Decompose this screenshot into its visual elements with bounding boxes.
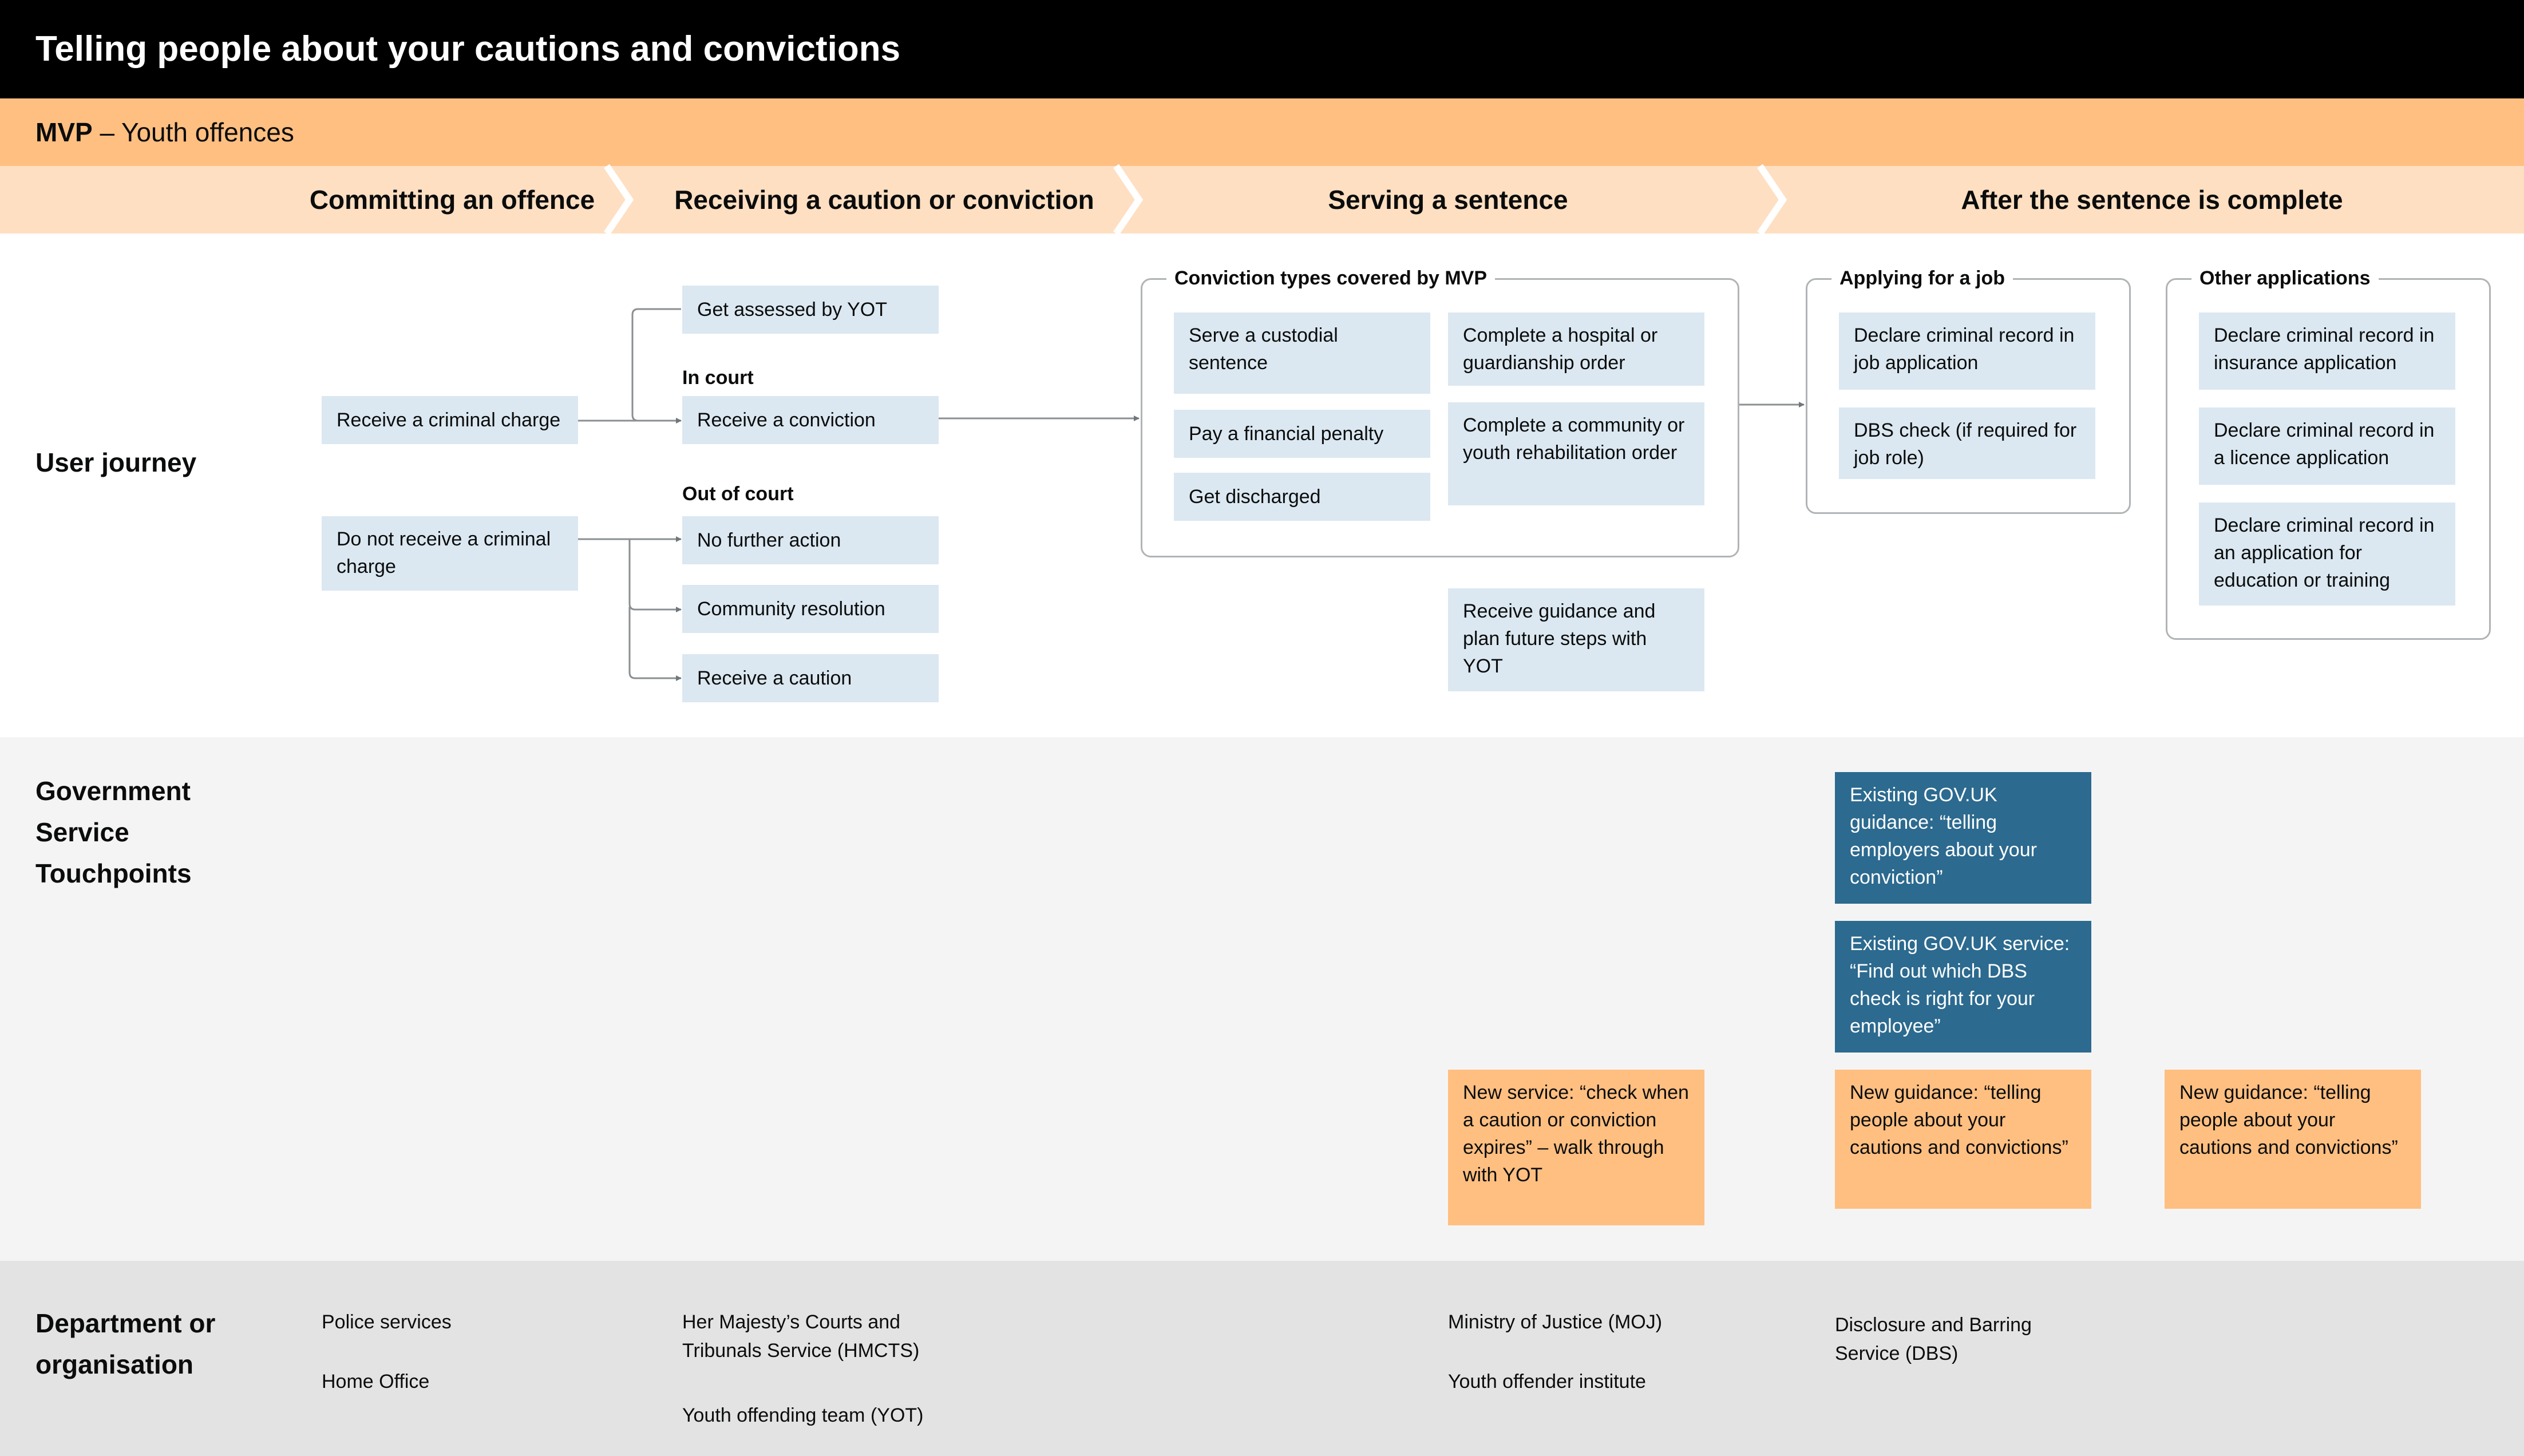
row-label-department: Department or organisation (35, 1303, 215, 1385)
mvp-bar (0, 98, 2524, 166)
connector-no-charge-to-caution (628, 607, 682, 681)
box-receive-conviction: Receive a conviction (682, 396, 939, 444)
org-police: Police services (322, 1311, 452, 1333)
org-home-office: Home Office (322, 1371, 430, 1392)
box-declare-insurance: Declare criminal record in insurance app… (2199, 312, 2455, 390)
stage-serving-sentence: Serving a sentence (1328, 185, 1568, 215)
box-financial-penalty: Pay a financial penalty (1174, 410, 1430, 458)
box-receive-charge: Receive a criminal charge (322, 396, 578, 444)
box-receive-caution: Receive a caution (682, 654, 939, 702)
row-label-government-line-1: Government (35, 776, 191, 806)
org-moj: Ministry of Justice (MOJ) (1448, 1311, 1663, 1333)
box-assessed-yot: Get assessed by YOT (682, 286, 939, 334)
box-existing-guidance: Existing GOV.UK guidance: “telling emplo… (1835, 772, 2091, 904)
row-label-government-line-2: Service (35, 817, 129, 847)
connector-assessed-to-conviction (631, 308, 682, 424)
mvp-label-rest: – Youth offences (92, 117, 294, 147)
box-guidance-yot: Receive guidance and plan future steps w… (1448, 588, 1704, 691)
heading-out-of-court: Out of court (682, 483, 794, 505)
box-declare-licence: Declare criminal record in a licence app… (2199, 407, 2455, 485)
government-band (0, 737, 2524, 1261)
stage-bar (0, 166, 2524, 234)
box-declare-job: Declare criminal record in job applicati… (1839, 312, 2095, 390)
page-title: Telling people about your cautions and c… (35, 29, 901, 69)
box-hospital-order: Complete a hospital or guardianship orde… (1448, 312, 1704, 386)
stage-after-sentence: After the sentence is complete (1961, 185, 2343, 215)
row-label-government-line-3: Touchpoints (35, 858, 192, 888)
row-label-user-journey: User journey (35, 448, 197, 477)
row-label-department-line-1: Department or (35, 1308, 216, 1338)
department-band (0, 1261, 2524, 1456)
box-discharged: Get discharged (1174, 473, 1430, 521)
mvp-label: MVP – Youth offences (35, 98, 294, 166)
chevron-2 (1113, 164, 1144, 236)
org-yoi: Youth offender institute (1448, 1371, 1646, 1392)
box-community-order: Complete a community or youth rehabilita… (1448, 402, 1704, 505)
box-declare-education: Declare criminal record in an applicatio… (2199, 503, 2455, 606)
heading-in-court: In court (682, 367, 754, 389)
box-dbs-check: DBS check (if required for job role) (1839, 407, 2095, 479)
title-bar (0, 0, 2524, 98)
row-label-government: Government Service Touchpoints (35, 770, 192, 894)
chevron-3 (1757, 164, 1787, 236)
org-hmcts: Her Majesty’s Courts and Tribunals Servi… (682, 1311, 920, 1362)
box-community-resolution: Community resolution (682, 585, 939, 633)
box-new-guidance-1: New guidance: “telling people about your… (1835, 1070, 2091, 1209)
connector-no-charge-to-community (628, 539, 682, 612)
box-no-further-action: No further action (682, 516, 939, 564)
box-new-service: New service: “check when a caution or co… (1448, 1070, 1704, 1225)
box-new-guidance-2: New guidance: “telling people about your… (2165, 1070, 2421, 1209)
box-no-charge: Do not receive a criminal charge (322, 516, 578, 591)
mvp-label-bold: MVP (35, 117, 93, 147)
stage-committing-offence: Committing an offence (309, 185, 595, 215)
row-label-department-line-2: organisation (35, 1350, 194, 1379)
stage-receiving-caution: Receiving a caution or conviction (674, 185, 1094, 215)
group-title-conviction-types: Conviction types covered by MVP (1166, 267, 1496, 290)
box-existing-service: Existing GOV.UK service: “Find out which… (1835, 921, 2091, 1053)
group-title-other-applications: Other applications (2191, 267, 2379, 290)
org-yot: Youth offending team (YOT) (682, 1404, 924, 1426)
box-custodial-sentence: Serve a custodial sentence (1174, 312, 1430, 394)
org-dbs: Disclosure and Barring Service (DBS) (1835, 1314, 2032, 1364)
group-title-applying-job: Applying for a job (1831, 267, 2013, 290)
chevron-1 (604, 164, 634, 236)
